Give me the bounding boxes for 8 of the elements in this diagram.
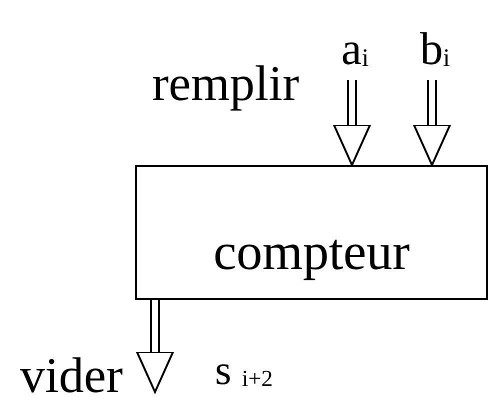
counter-box: [135, 165, 488, 300]
double-line-arrow: [136, 299, 174, 393]
counter-label: compteur: [213, 223, 410, 282]
signal-label: a$_{i}$: [330, 18, 380, 78]
signal-label: vider: [20, 350, 123, 400]
double-line-arrow: [413, 79, 451, 166]
signal-label: b$_{i}$: [410, 18, 460, 78]
double-line-arrow: [333, 79, 371, 166]
